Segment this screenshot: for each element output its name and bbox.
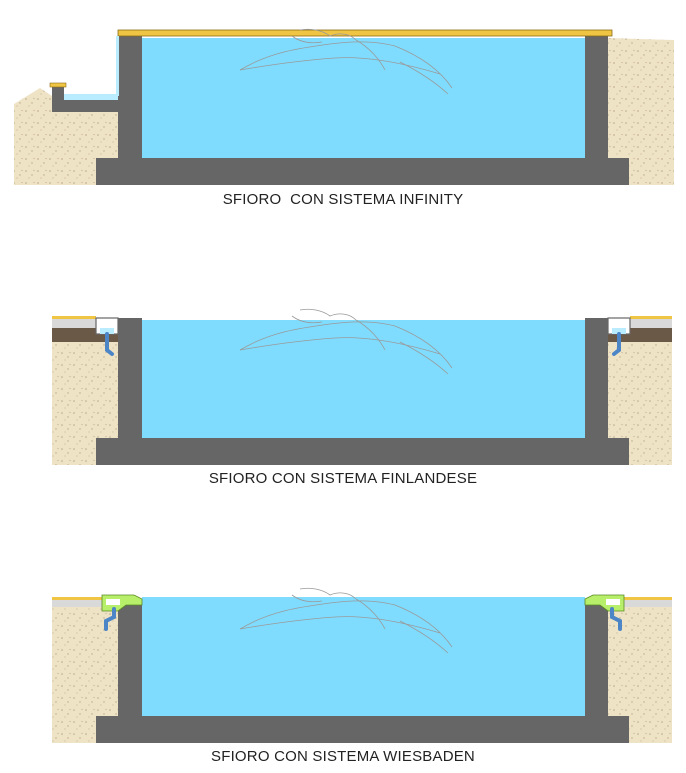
right-wall [585, 603, 608, 716]
paving-right [630, 318, 672, 328]
infinity-wall [118, 36, 142, 158]
caption-finlandese: SFIORO CON SISTEMA FINLANDESE [208, 470, 478, 487]
paving-left [52, 318, 96, 328]
overflow-sheet [116, 36, 119, 96]
top-coping [117, 29, 613, 37]
catch-basin-water [64, 94, 118, 100]
pool-water [142, 320, 585, 438]
drain-pipe-right [610, 607, 622, 631]
soil-right [608, 38, 674, 185]
infinity-section-drawing [14, 28, 674, 185]
drain-pipe-left [105, 332, 114, 356]
right-wall [585, 318, 608, 438]
diagram-infinity: SFIORO CON SISTEMA INFINITY [0, 0, 686, 215]
gutter-left-water [100, 328, 114, 334]
floor-slab [96, 158, 629, 185]
catch-basin-coping [49, 82, 67, 88]
soil-left [14, 88, 118, 185]
pool-water [142, 597, 585, 716]
floor-slab [96, 716, 629, 743]
drain-pipe-right [612, 332, 621, 356]
catch-basin-wall [52, 86, 64, 112]
finlandese-section-drawing [52, 308, 672, 465]
paving-left [52, 599, 102, 607]
swimmer-outline [239, 587, 453, 654]
left-wall [118, 318, 142, 438]
pool-water [142, 38, 585, 158]
catch-basin-floor [52, 100, 118, 112]
gutter-left-water [106, 599, 120, 605]
wiesbaden-section-drawing [52, 587, 672, 743]
right-wall [585, 36, 608, 158]
paving-right-top [630, 316, 672, 319]
paving-right [624, 599, 672, 607]
floor-slab [96, 438, 629, 465]
caption-wiesbaden: SFIORO CON SISTEMA WIESBADEN [211, 748, 475, 765]
gutter-right-water [612, 328, 626, 334]
diagram-wiesbaden: SFIORO CON SISTEMA WIESBADEN [0, 575, 686, 773]
paving-right-top [624, 597, 672, 600]
caption-infinity: SFIORO CON SISTEMA INFINITY [222, 191, 464, 208]
gutter-right-water [606, 599, 620, 605]
diagram-finlandese: SFIORO CON SISTEMA FINLANDESE [0, 290, 686, 490]
swimmer-outline [239, 308, 453, 375]
left-wall [118, 603, 142, 716]
paving-left-top [52, 316, 96, 319]
paving-left-top [52, 597, 102, 600]
drain-pipe-left [104, 607, 116, 631]
swimmer-outline [239, 28, 453, 95]
